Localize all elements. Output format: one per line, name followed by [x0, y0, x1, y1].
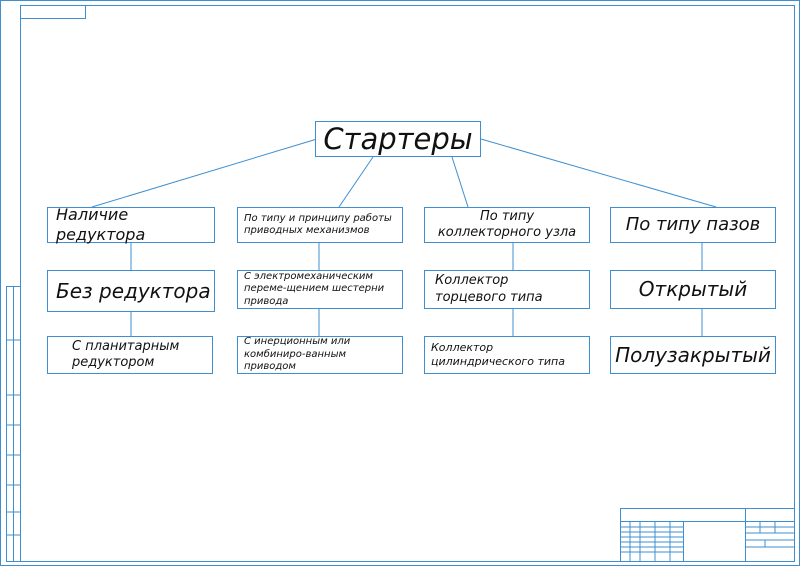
node-label: Коллектор цилиндрического типа: [431, 341, 565, 368]
node-semi-closed-slot: Полузакрытый: [610, 336, 776, 374]
node-label: Коллектор торцевого типа: [435, 273, 543, 305]
node-label: С инерционным или комбиниро-ванным приво…: [244, 336, 351, 373]
node-face-commutator: Коллектор торцевого типа: [424, 270, 590, 309]
node-header-slot-type: По типу пазов: [610, 207, 776, 243]
node-label: Открытый: [638, 277, 748, 301]
node-label: По типу пазов: [625, 213, 761, 235]
node-electromechanical-drive: С электромеханическим переме-щением шест…: [237, 270, 403, 309]
node-label: Без редуктора: [56, 278, 211, 303]
node-header-gearbox: Наличие редуктора: [47, 205, 215, 244]
inner-frame: [20, 5, 795, 562]
title-block: [620, 508, 795, 562]
root-node: Стартеры: [315, 121, 481, 157]
connector-root-col3: [451, 156, 469, 208]
node-label: По типу и принципу работы приводных меха…: [244, 212, 392, 237]
node-label: С планитарным редуктором: [72, 338, 180, 370]
connector-root-col4: [480, 138, 717, 208]
node-header-commutator: По типу коллекторного узла: [424, 207, 590, 243]
node-open-slot: Открытый: [610, 270, 776, 309]
node-label: По типу коллекторного узла: [437, 208, 577, 240]
connector-root-col1: [91, 138, 318, 208]
node-label: Полузакрытый: [615, 342, 771, 367]
connector-root-col2: [338, 156, 374, 208]
node-label: Наличие редуктора: [56, 205, 146, 244]
node-inertial-drive: С инерционным или комбиниро-ванным приво…: [237, 336, 403, 374]
node-cylindrical-commutator: Коллектор цилиндрического типа: [424, 336, 590, 374]
node-no-gearbox: Без редуктора: [47, 270, 215, 312]
corner-stamp: [20, 5, 86, 19]
node-planetary-gearbox: С планитарным редуктором: [47, 336, 213, 374]
root-label: Стартеры: [323, 121, 473, 156]
node-header-drive-mechanism: По типу и принципу работы приводных меха…: [237, 207, 403, 243]
node-label: С электромеханическим переме-щением шест…: [244, 270, 385, 307]
